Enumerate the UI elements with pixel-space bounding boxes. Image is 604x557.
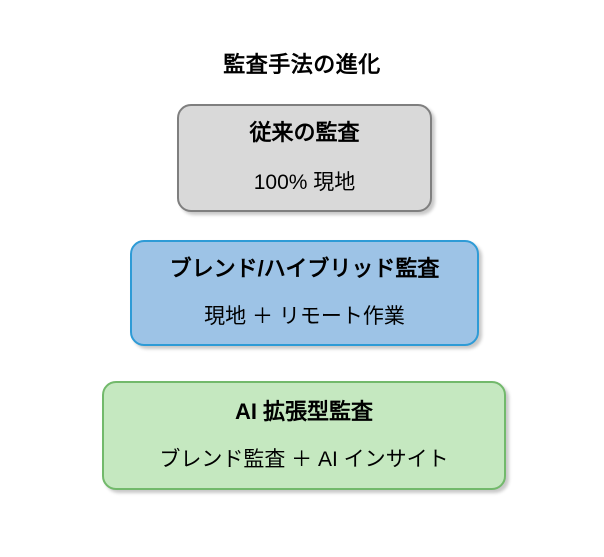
stage-box-traditional-audit[interactable]: 従来の監査 100% 現地 <box>177 104 432 212</box>
stage-box-blended-hybrid-audit[interactable]: ブレンド/ハイブリッド監査 現地 ＋ リモート作業 <box>130 240 479 346</box>
stage-title-traditional-audit: 従来の監査 <box>249 120 360 145</box>
stage-subtitle-traditional-audit: 100% 現地 <box>253 171 356 194</box>
diagram-title: 監査手法の進化 <box>223 52 381 77</box>
stage-subtitle-ai-augmented-audit: ブレンド監査 ＋ AI インサイト <box>159 447 449 471</box>
stage-title-ai-augmented-audit: AI 拡張型監査 <box>234 398 374 424</box>
stage-box-ai-augmented-audit[interactable]: AI 拡張型監査 ブレンド監査 ＋ AI インサイト <box>102 381 506 490</box>
stage-subtitle-blended-hybrid-audit: 現地 ＋ リモート作業 <box>204 305 405 328</box>
stage-title-blended-hybrid-audit: ブレンド/ハイブリッド監査 <box>169 256 440 281</box>
